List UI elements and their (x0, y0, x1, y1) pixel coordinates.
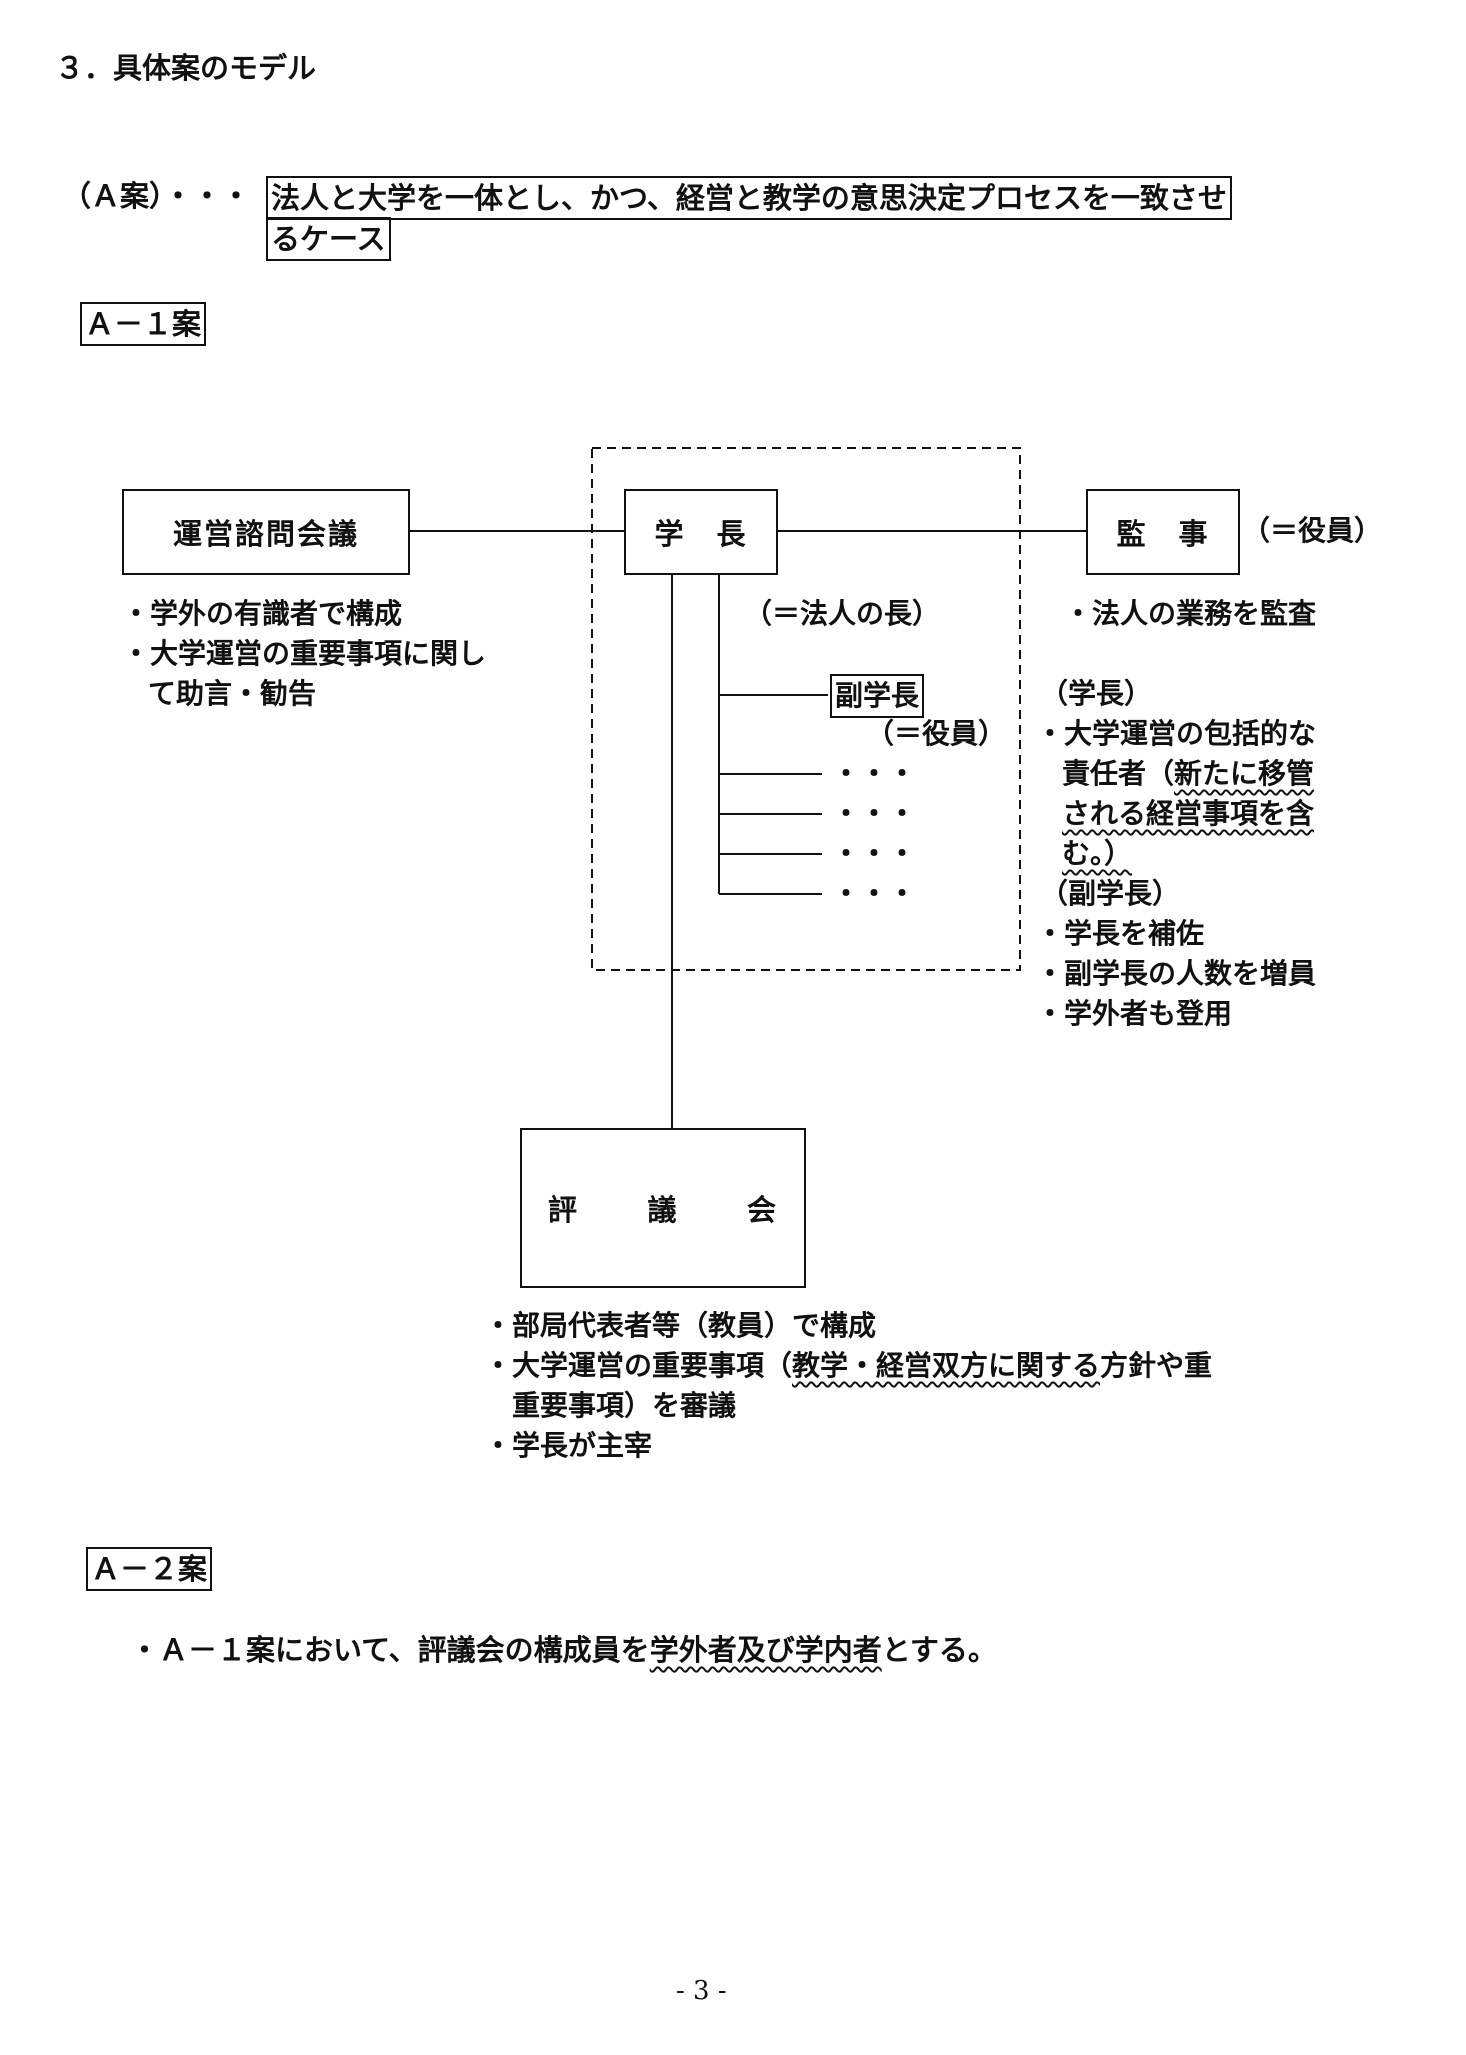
senate-note-1: ・部局代表者等（教員）で構成 (484, 1309, 877, 1342)
senate-char-1: 評 (548, 1193, 580, 1227)
president-box: 学 長 (624, 489, 778, 575)
role-vice-heading: （副学長） (1040, 877, 1181, 910)
plan-a2-text-wavy: 学外者及び学内者 (649, 1633, 882, 1667)
auditor-box: 監 事 (1086, 489, 1240, 575)
advisory-council-box: 運営諮問会議 (122, 489, 410, 575)
plan-a2-text: ・Ａ－１案において、評議会の構成員を学外者及び学内者とする。 (130, 1630, 997, 1670)
senate-note-3: ・学長が主宰 (484, 1429, 653, 1462)
advisory-council-label: 運営諮問会議 (172, 517, 359, 551)
vice-president-label: 副学長 (830, 674, 925, 718)
president-label: 学 長 (654, 517, 748, 551)
senate-note-2-plain-b: 方針や重 (1100, 1349, 1213, 1382)
president-subtitle: （＝法人の長） (744, 597, 941, 630)
auditor-label: 監 事 (1116, 517, 1210, 551)
plan-a-description-line2: るケース (266, 217, 391, 261)
section-heading: ３．具体案のモデル (55, 51, 317, 85)
vice-president-subtitle: （＝役員） (866, 717, 1007, 750)
role-president-heading: （学長） (1040, 677, 1153, 710)
role-president-note-l4: む。） (1062, 837, 1133, 870)
role-vice-note-2: ・副学長の人数を増員 (1036, 957, 1317, 990)
role-president-note-l2-plain: 責任者（ (1062, 757, 1175, 790)
senate-char-3: 会 (746, 1193, 778, 1227)
staff-more-3: ・・・ (832, 837, 917, 870)
auditor-note: ・法人の業務を監査 (1064, 597, 1317, 630)
plan-a2-text-a: ・Ａ－１案において、評議会の構成員を (130, 1633, 650, 1667)
page-number: - 3 - (676, 1976, 727, 2006)
staff-more-1: ・・・ (832, 757, 917, 790)
plan-a-description-line1: 法人と大学を一体とし、かつ、経営と教学の意思決定プロセスを一致させ (266, 176, 1232, 220)
president-group-boundary (591, 447, 1021, 971)
role-president-note-l1: ・大学運営の包括的な (1036, 717, 1317, 750)
advisory-note-3: て助言・勧告 (148, 677, 317, 710)
plan-a-prefix: （Ａ案）・・・ (62, 179, 251, 213)
role-president-note-l3: される経営事項を含 (1062, 797, 1315, 830)
staff-more-4: ・・・ (832, 877, 917, 910)
senate-box: 評 議 会 (520, 1128, 806, 1288)
staff-more-2: ・・・ (832, 797, 917, 830)
auditor-subtitle: （＝役員） (1242, 514, 1383, 547)
advisory-note-2: ・大学運営の重要事項に関し (122, 637, 487, 670)
role-vice-note-1: ・学長を補佐 (1036, 917, 1205, 950)
plan-a2-text-b: とする。 (881, 1633, 997, 1667)
advisory-note-1: ・学外の有識者で構成 (122, 597, 403, 630)
senate-label: 評 議 会 (522, 1187, 804, 1229)
role-vice-note-3: ・学外者も登用 (1036, 997, 1233, 1030)
senate-note-2-line2: 重要事項）を審議 (512, 1389, 737, 1422)
senate-char-2: 議 (647, 1193, 679, 1227)
senate-note-2-plain-a: ・大学運営の重要事項（ (484, 1349, 793, 1382)
role-president-note-l2-wavy: 新たに移管 (1174, 757, 1315, 790)
senate-note-2: ・大学運営の重要事項（教学・経営双方に関する方針や重 (484, 1346, 1212, 1386)
plan-a2-label: Ａ－２案 (86, 1547, 213, 1591)
role-president-note-l2: 責任者（新たに移管 (1062, 754, 1314, 794)
plan-a1-label: Ａ－１案 (80, 302, 207, 346)
senate-note-2-wavy: 教学・経営双方に関する (792, 1349, 1101, 1382)
